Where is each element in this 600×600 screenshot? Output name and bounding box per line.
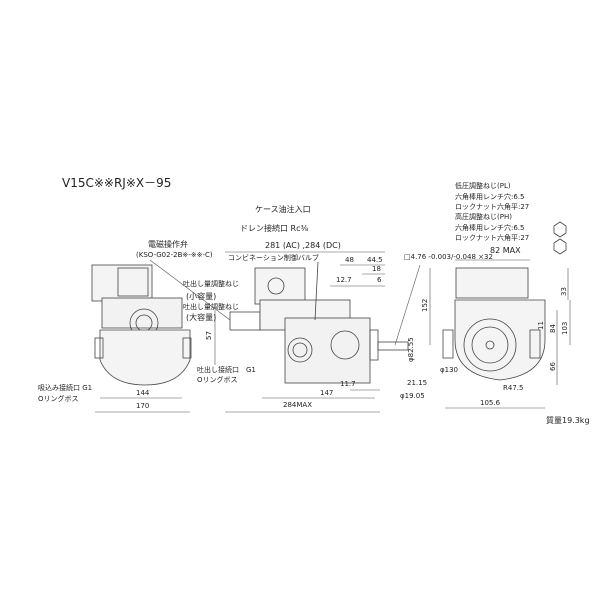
dim-44-5: 44.5 bbox=[367, 256, 383, 264]
dimension-lines bbox=[95, 251, 571, 413]
drain-port-label: ドレン接続口 Rc⅜ bbox=[240, 224, 309, 233]
dim-18: 18 bbox=[372, 265, 381, 273]
dim-11-7: 11.7 bbox=[340, 380, 356, 388]
dim-21-15: 21.15 bbox=[407, 379, 428, 387]
dim-6: 6 bbox=[377, 276, 382, 284]
mass-label: 質量19.3kg bbox=[546, 416, 590, 425]
dim-33: 33 bbox=[560, 287, 568, 296]
dim-105-6: 105.6 bbox=[480, 399, 501, 407]
lock-nut-2-label: ロックナット六角平:27 bbox=[455, 234, 530, 242]
dim-170: 170 bbox=[136, 402, 150, 410]
small-capacity-label: (小容量) bbox=[186, 292, 217, 301]
dim-phi82-55: φ82.55 bbox=[407, 337, 415, 362]
case-oil-inlet-label: ケース油注入口 bbox=[255, 205, 311, 214]
dim-phi130: φ130 bbox=[440, 366, 458, 374]
large-capacity-label: (大容量) bbox=[186, 313, 217, 322]
lock-nut-1-label: ロックナット六角平:27 bbox=[455, 203, 530, 211]
pump-side-view-left bbox=[91, 264, 192, 386]
low-pressure-screw-label: 低圧調整ねじ(PL) bbox=[455, 182, 511, 190]
dim-12-7: 12.7 bbox=[336, 276, 352, 284]
dim-84: 84 bbox=[549, 324, 557, 333]
hex-wrench-2-label: 六角棒用レンチ穴:6.5 bbox=[455, 224, 525, 232]
dim-48: 48 bbox=[345, 256, 354, 264]
flow-adj-small-label: 吐出し量調整ねじ bbox=[183, 280, 239, 288]
dim-57: 57 bbox=[205, 331, 213, 340]
suction-oring-label: Oリングボス bbox=[38, 395, 79, 403]
key-label: □4.76 -0.003/-0.048 ×32 bbox=[404, 253, 493, 261]
dim-147: 147 bbox=[320, 389, 334, 397]
dim-r47-5: R47.5 bbox=[503, 384, 524, 392]
dim-66: 66 bbox=[549, 362, 557, 371]
pump-side-view-center bbox=[229, 261, 409, 384]
hex-wrench-1-label: 六角棒用レンチ穴:6.5 bbox=[455, 193, 525, 201]
dim-82-max: 82 MAX bbox=[490, 246, 521, 255]
combination-valve-label: コンビネーション制御バルブ bbox=[228, 254, 319, 262]
dim-284-max: 284MAX bbox=[283, 401, 312, 409]
solenoid-model-label: (KSO-G02-2B※-※※-C) bbox=[136, 251, 213, 259]
discharge-port-label: 吐出し接続口 G1 bbox=[197, 366, 256, 374]
discharge-oring-label: Oリングボス bbox=[197, 376, 238, 384]
solenoid-valve-label: 電磁操作弁 bbox=[148, 240, 188, 249]
high-pressure-screw-label: 高圧調整ねじ(PH) bbox=[455, 213, 512, 221]
suction-port-label: 吸込み接続口 G1 bbox=[38, 384, 93, 392]
dim-152: 152 bbox=[421, 298, 429, 312]
flow-adj-large-label: 吐出し量調整ねじ bbox=[183, 303, 239, 311]
overall-length-dim: 281 (AC) ,284 (DC) bbox=[265, 241, 341, 250]
dim-103: 103 bbox=[561, 321, 569, 335]
pump-front-view-right bbox=[442, 221, 567, 381]
model-title: V15C※※RJ※X－95 bbox=[62, 176, 172, 190]
dim-144: 144 bbox=[136, 389, 150, 397]
dim-phi19-05: φ19.05 bbox=[400, 392, 425, 400]
dim-11: 11 bbox=[537, 321, 545, 330]
